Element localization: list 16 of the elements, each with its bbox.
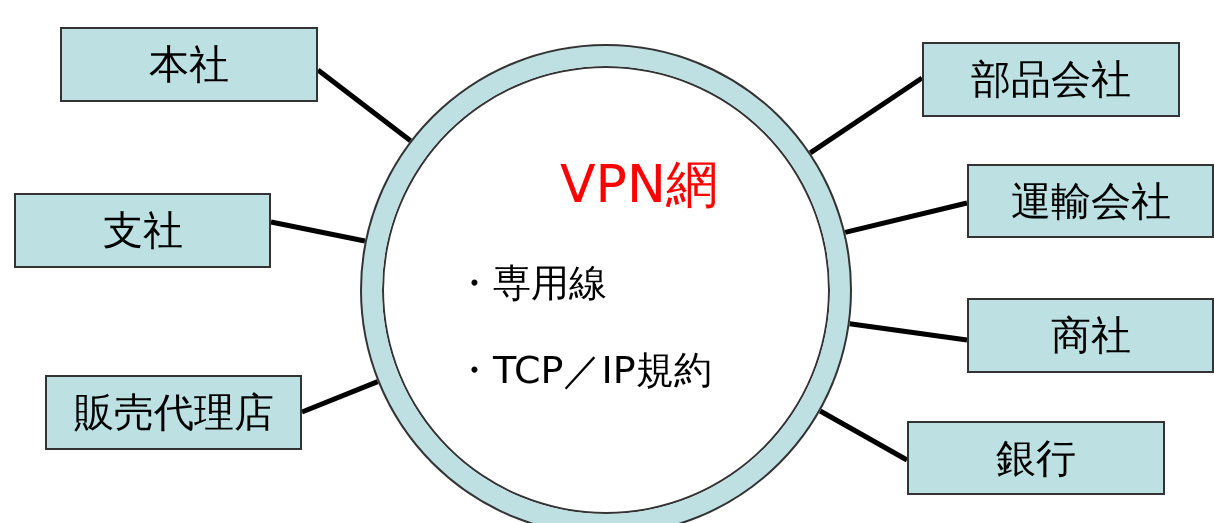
- company-box: 販売代理店: [45, 375, 302, 450]
- connector-line: [270, 219, 366, 244]
- bullet-item: ・専用線: [455, 260, 607, 307]
- connector-line: [818, 408, 909, 463]
- company-box: 商社: [967, 298, 1214, 373]
- company-box: 部品会社: [922, 42, 1180, 117]
- connector-line: [301, 379, 379, 415]
- company-box: 本社: [60, 27, 318, 102]
- network-label: VPN網: [560, 153, 718, 216]
- company-box: 支社: [14, 193, 271, 268]
- connector-line: [844, 200, 968, 235]
- company-box: 運輸会社: [967, 164, 1214, 238]
- connector-line: [808, 75, 924, 156]
- connector-line: [849, 321, 968, 343]
- bullet-item: ・TCP／IP規約: [455, 347, 712, 394]
- company-box: 銀行: [907, 421, 1165, 495]
